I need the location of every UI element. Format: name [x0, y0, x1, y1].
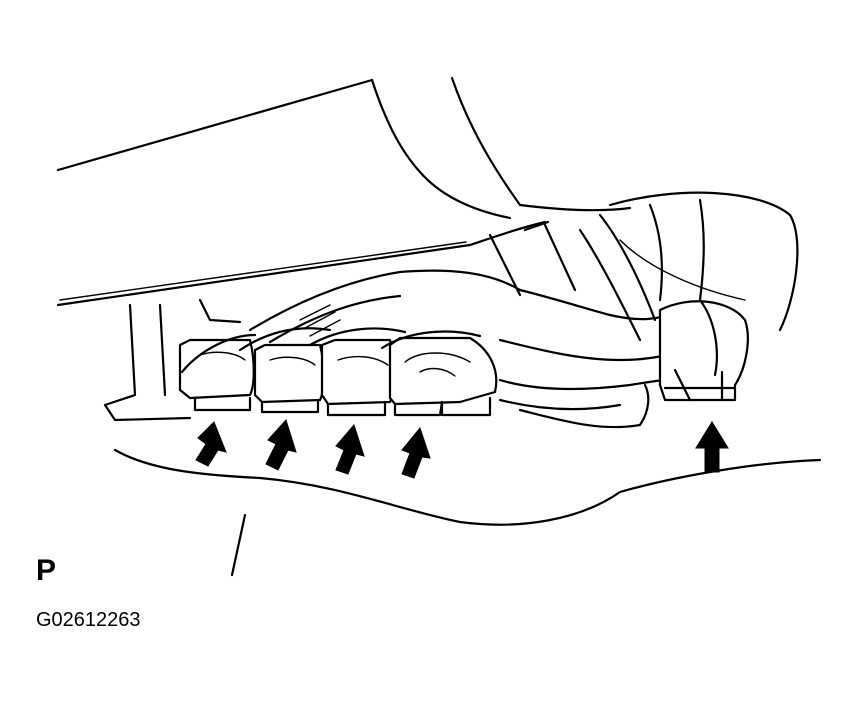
connector-1-arrow [195, 421, 227, 467]
connector-2 [238, 327, 332, 414]
connector-1 [178, 333, 257, 412]
clamp-arrow [695, 421, 729, 473]
right-bracket [608, 191, 799, 332]
connector-3-arrow [335, 423, 365, 475]
connector-2-arrow [265, 419, 297, 471]
connector-4 [380, 330, 498, 417]
connector-4-arrow [401, 426, 431, 479]
upper-body-panel [56, 76, 632, 307]
lower-housing [103, 298, 822, 577]
harness-clamp [658, 298, 749, 402]
view-label: P [36, 554, 57, 587]
wire-harness [248, 213, 702, 411]
figure-code: G02612263 [36, 609, 141, 631]
